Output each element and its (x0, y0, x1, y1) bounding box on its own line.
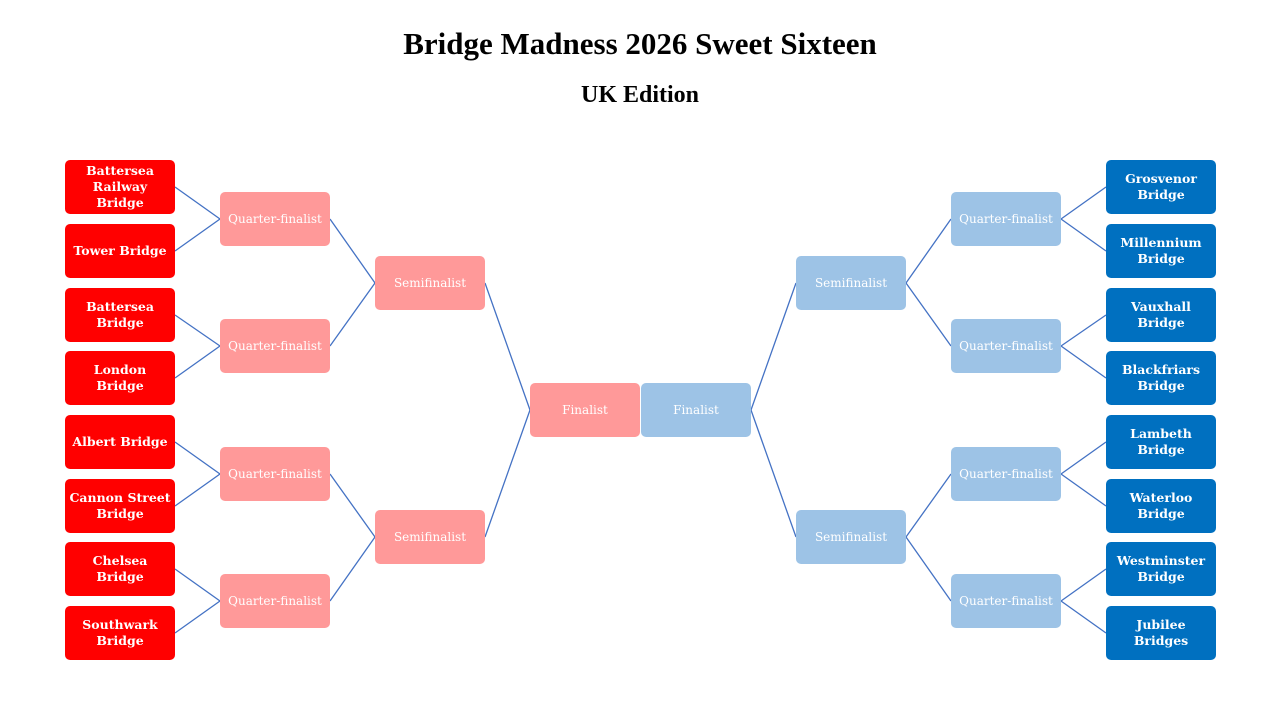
left-finalist-slot: Finalist (530, 383, 640, 437)
left-team-box: Chelsea Bridge (65, 542, 175, 596)
connector-line (1060, 441, 1107, 475)
connector-line (174, 473, 221, 507)
connector-line (329, 282, 376, 347)
right-team-box: Jubilee Bridges (1106, 606, 1216, 660)
connector-line (1060, 218, 1107, 252)
connector-line (1060, 473, 1107, 507)
left-team-box: Battersea Railway Bridge (65, 160, 175, 214)
right-team-box: Westminster Bridge (1106, 542, 1216, 596)
left-team-box: Albert Bridge (65, 415, 175, 469)
left-team-box: Southwark Bridge (65, 606, 175, 660)
right-team-box: Millennium Bridge (1106, 224, 1216, 278)
right-finalist-slot: Finalist (641, 383, 751, 437)
right-quarterfinal-slot: Quarter-finalist (951, 574, 1061, 628)
right-team-box: Grosvenor Bridge (1106, 160, 1216, 214)
right-semifinal-slot: Semifinalist (796, 256, 906, 310)
connector-line (174, 568, 221, 602)
right-semifinal-slot: Semifinalist (796, 510, 906, 564)
left-semifinal-slot: Semifinalist (375, 256, 485, 310)
connector-line (1060, 314, 1107, 347)
right-team-box: Lambeth Bridge (1106, 415, 1216, 469)
connector-line (174, 314, 221, 347)
left-semifinal-slot: Semifinalist (375, 510, 485, 564)
connector-line (329, 473, 376, 538)
right-quarterfinal-slot: Quarter-finalist (951, 319, 1061, 373)
connector-line (174, 218, 221, 252)
connector-line (1060, 345, 1107, 379)
connector-line (905, 473, 952, 538)
connector-line (1060, 568, 1107, 602)
connector-line (174, 600, 221, 634)
left-team-box: Tower Bridge (65, 224, 175, 278)
right-team-box: Blackfriars Bridge (1106, 351, 1216, 405)
connector-line (484, 409, 531, 538)
connector-line (905, 536, 952, 602)
connector-line (329, 536, 376, 602)
connector-line (1060, 600, 1107, 634)
connector-line (905, 218, 952, 284)
connector-line (905, 282, 952, 347)
connector-line (750, 409, 797, 538)
right-quarterfinal-slot: Quarter-finalist (951, 192, 1061, 246)
right-quarterfinal-slot: Quarter-finalist (951, 447, 1061, 501)
left-quarterfinal-slot: Quarter-finalist (220, 192, 330, 246)
connector-line (174, 186, 221, 220)
left-quarterfinal-slot: Quarter-finalist (220, 319, 330, 373)
page-subtitle: UK Edition (580, 82, 700, 108)
left-quarterfinal-slot: Quarter-finalist (220, 447, 330, 501)
right-team-box: Waterloo Bridge (1106, 479, 1216, 533)
connector-line (1060, 186, 1107, 220)
left-quarterfinal-slot: Quarter-finalist (220, 574, 330, 628)
connector-line (329, 218, 376, 284)
left-team-box: Cannon Street Bridge (65, 479, 175, 533)
left-team-box: Battersea Bridge (65, 288, 175, 342)
left-team-box: London Bridge (65, 351, 175, 405)
page-title: Bridge Madness 2026 Sweet Sixteen (403, 26, 877, 61)
connector-line (174, 345, 221, 379)
connector-line (174, 441, 221, 475)
connector-line (484, 282, 531, 411)
connector-line (750, 282, 797, 411)
right-team-box: Vauxhall Bridge (1106, 288, 1216, 342)
